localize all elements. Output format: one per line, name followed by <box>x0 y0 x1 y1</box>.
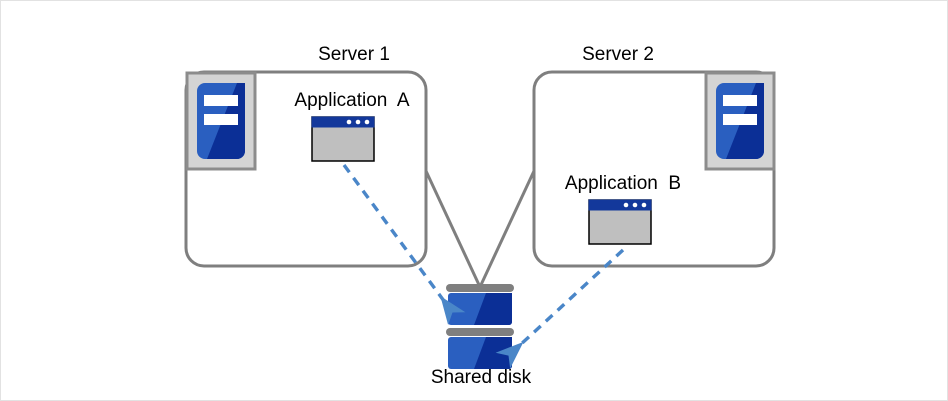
disk-bar-top <box>446 284 514 292</box>
disk-platter-top <box>448 293 512 325</box>
app-window-icon <box>588 199 652 245</box>
app-window-dot <box>632 202 638 208</box>
app-window-titlebar <box>311 116 375 128</box>
server1-label: Server 1 <box>318 44 390 65</box>
app-window-dot <box>346 119 352 125</box>
server-icon-slot-top <box>723 95 757 106</box>
disk-platter-bottom <box>448 337 512 369</box>
disk-bar-bottom <box>446 328 514 336</box>
app-window-dot <box>364 119 370 125</box>
server-icon-body <box>197 83 245 159</box>
connector-lines <box>424 170 536 288</box>
server-icon <box>185 71 257 171</box>
app-window-titlebar <box>588 199 652 211</box>
app-window-dot <box>355 119 361 125</box>
server-icon <box>704 71 776 171</box>
server2-label: Server 2 <box>582 44 654 65</box>
app-window-icon <box>311 116 375 162</box>
server-icon-slot-top <box>204 95 238 106</box>
server-icon-slot-bottom <box>204 114 238 125</box>
dashed-arrow-app-b-to-disk <box>495 248 625 369</box>
connector-server1-to-disk <box>424 170 482 288</box>
server-icon-body <box>716 83 764 159</box>
application-b-label: Application B <box>564 173 682 194</box>
connector-server2-to-disk <box>478 170 536 288</box>
disk-stack-icon <box>446 284 514 369</box>
shared-disk-label: Shared disk <box>430 367 532 388</box>
server-icon-slot-bottom <box>723 114 757 125</box>
app-window-dot <box>623 202 629 208</box>
disk-platter-top-dark <box>474 293 512 325</box>
dashed-arrow-app-a-to-disk <box>342 163 466 325</box>
application-a-label: Application A <box>294 90 410 111</box>
app-window-dot <box>641 202 647 208</box>
